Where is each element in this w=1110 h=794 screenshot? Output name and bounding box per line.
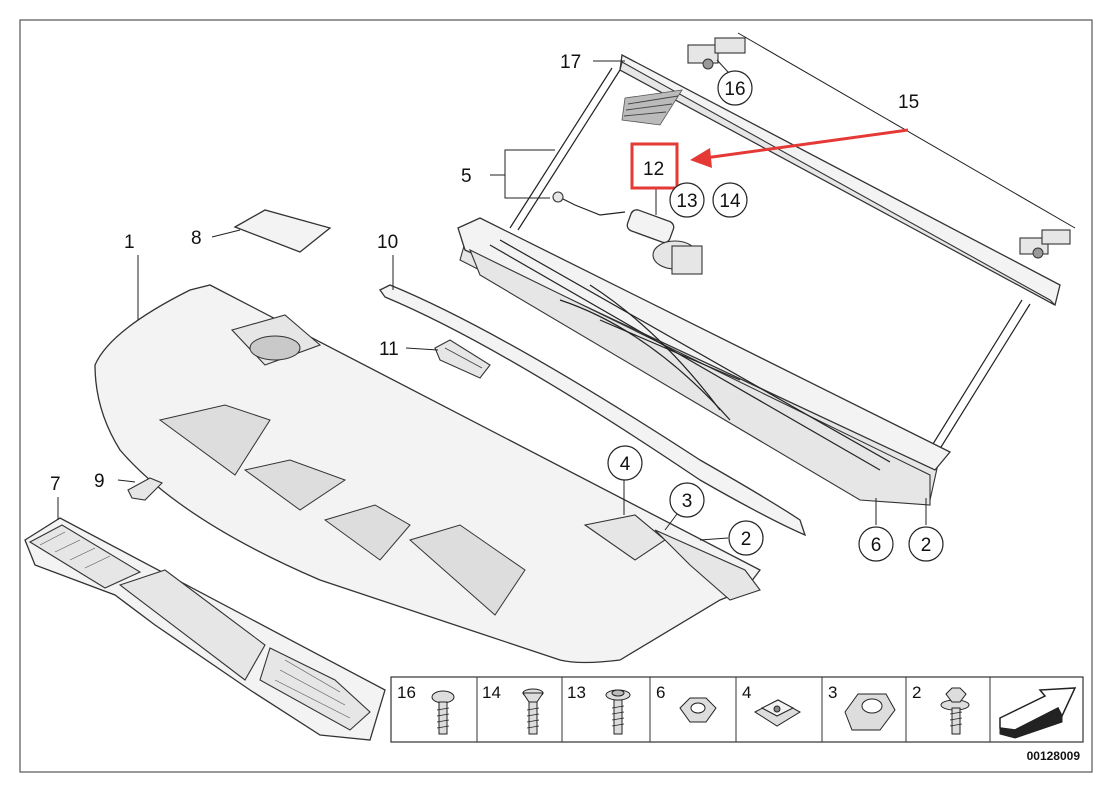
- svg-text:4: 4: [742, 683, 751, 702]
- svg-text:14: 14: [482, 683, 501, 702]
- part-trim-panel: [24, 517, 386, 741]
- callout-2: 2: [728, 520, 764, 556]
- callout-labels: 1 8 10 11 9 7 17 5 15 12: [50, 52, 919, 495]
- expanding-nut-icon: [844, 693, 896, 731]
- svg-text:3: 3: [682, 491, 693, 512]
- legend-cell-3: 3: [828, 683, 896, 731]
- circled-callouts: 16 13 14 4 3 2 6 2: [607, 70, 944, 562]
- round-head-screw-icon: [431, 690, 455, 735]
- callout-15: 15: [898, 92, 919, 113]
- callout-16: 16: [717, 70, 753, 106]
- part-clip-16-bottom: [1019, 229, 1071, 259]
- callout-17: 17: [560, 52, 581, 73]
- countersunk-screw-icon: [522, 688, 544, 735]
- callout-7: 7: [50, 474, 61, 495]
- legend-cell-16: 16: [397, 683, 455, 735]
- part-parcel-shelf: [94, 284, 761, 664]
- document-number: 00128009: [1027, 749, 1081, 763]
- part-clip-16-top: [687, 37, 746, 70]
- part-motor: [626, 209, 703, 275]
- svg-text:2: 2: [741, 529, 752, 550]
- svg-text:14: 14: [719, 191, 741, 212]
- legend-cell-arrow: [999, 687, 1077, 739]
- svg-text:2: 2: [921, 535, 932, 556]
- callout-1: 1: [124, 232, 135, 253]
- arrow-icon: [999, 687, 1077, 739]
- callout-2-second: 2: [908, 526, 944, 562]
- callout-11: 11: [379, 339, 399, 360]
- svg-text:16: 16: [397, 683, 416, 702]
- washer-screw-icon: [605, 689, 631, 735]
- legend-cell-4: 4: [742, 683, 802, 727]
- callout-5: 5: [461, 166, 472, 187]
- legend-cell-14: 14: [482, 683, 544, 735]
- svg-text:6: 6: [656, 683, 665, 702]
- fastener-legend: 16 14 13: [390, 676, 1084, 743]
- highlight-arrow: [630, 128, 909, 190]
- legend-cell-2: 2: [912, 683, 970, 735]
- speaker-grille: [621, 89, 683, 126]
- callout-4: 4: [607, 445, 643, 481]
- part-retainer: [434, 339, 491, 379]
- svg-text:3: 3: [828, 683, 837, 702]
- part-clip-9: [127, 477, 163, 501]
- svg-text:13: 13: [567, 683, 586, 702]
- hex-bolt-icon: [940, 687, 970, 735]
- callout-13: 13: [669, 182, 705, 218]
- svg-text:16: 16: [724, 79, 745, 100]
- legend-cell-6: 6: [656, 683, 717, 723]
- callout-9: 9: [94, 471, 105, 492]
- callout-3: 3: [669, 482, 705, 518]
- callout-10: 10: [377, 232, 398, 253]
- highlight-box: [630, 142, 679, 190]
- callout-8: 8: [191, 228, 202, 249]
- diagram-frame: [19, 19, 1093, 773]
- callout-6: 6: [858, 526, 894, 562]
- part-sunblind-frame: [457, 37, 1071, 506]
- part-cover: [233, 209, 332, 253]
- svg-text:6: 6: [871, 535, 882, 556]
- part-strip: [379, 284, 807, 537]
- clip-nut-icon: [754, 699, 802, 727]
- callout-12: 12: [643, 159, 664, 180]
- callout-14: 14: [712, 182, 748, 218]
- hex-nut-icon: [679, 697, 717, 723]
- svg-text:13: 13: [676, 191, 697, 212]
- legend-cell-13: 13: [567, 683, 631, 735]
- svg-text:4: 4: [620, 454, 631, 475]
- svg-text:2: 2: [912, 683, 921, 702]
